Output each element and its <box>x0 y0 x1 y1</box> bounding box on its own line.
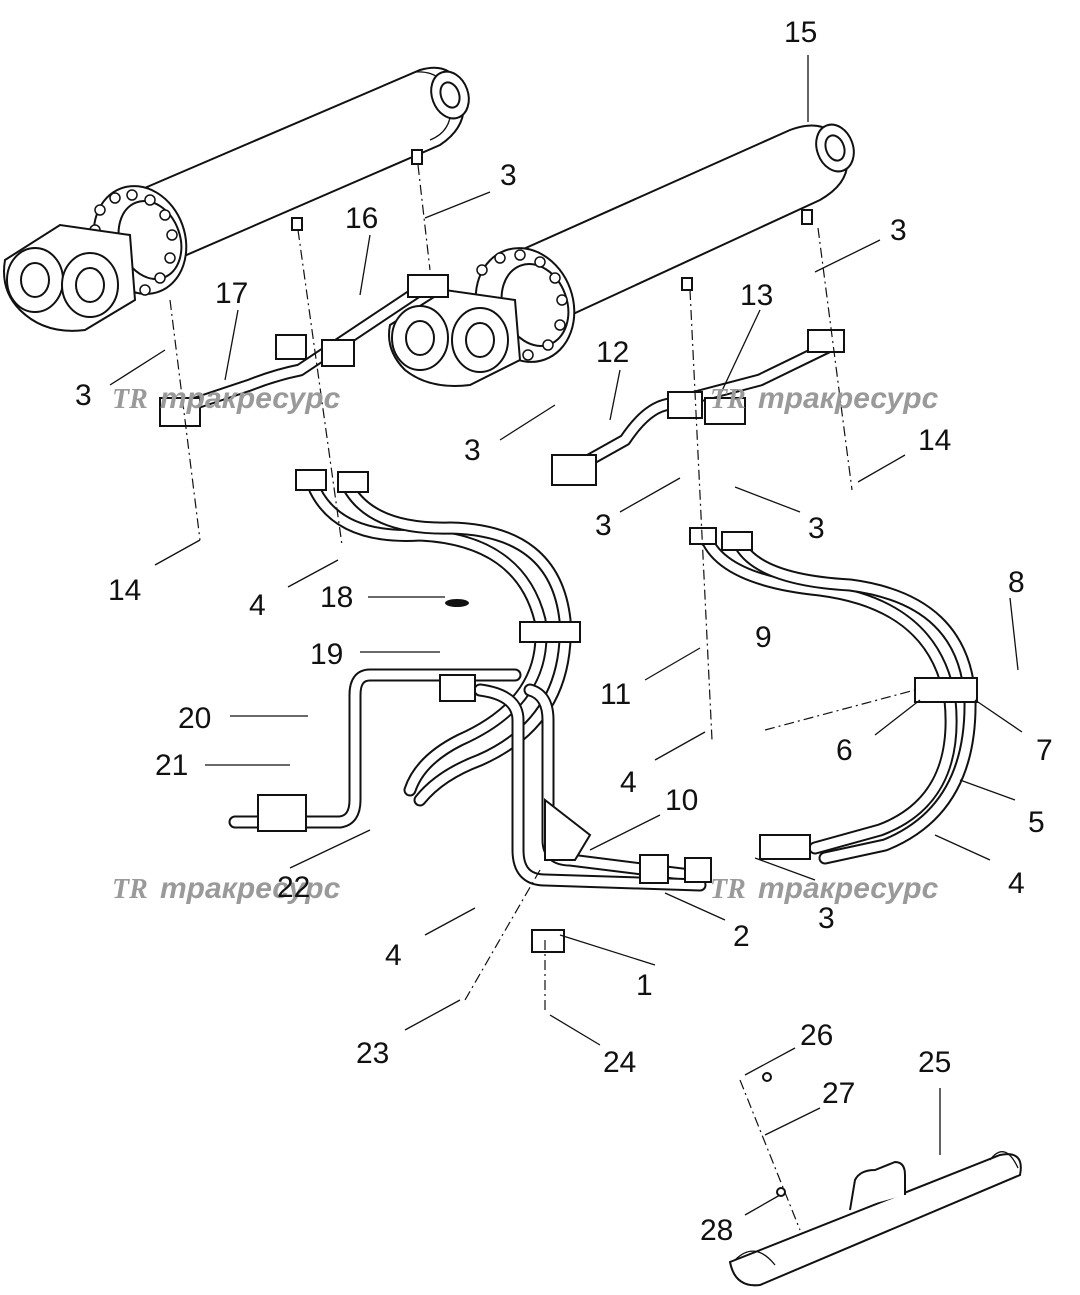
callout-13: 13 <box>740 279 773 312</box>
watermark-logo: TR <box>112 874 148 905</box>
callout-15: 15 <box>784 16 817 49</box>
callout-16: 16 <box>345 202 378 235</box>
callout-1: 1 <box>636 969 653 1002</box>
callout-25: 25 <box>918 1046 951 1079</box>
callout-labels: 15 3 16 3 17 13 12 3 3 14 3 3 14 4 18 8 … <box>75 16 1053 1247</box>
callout-24: 24 <box>603 1046 636 1079</box>
callout-4: 4 <box>249 589 266 622</box>
callout-10: 10 <box>665 784 698 817</box>
callout-6: 6 <box>836 734 853 767</box>
callout-19: 19 <box>310 638 343 671</box>
watermark-text: тракресурс <box>160 872 341 905</box>
callout-4: 4 <box>1008 867 1025 900</box>
callout-23: 23 <box>356 1037 389 1070</box>
watermark-top-left: TR тракресурс <box>112 382 341 415</box>
callout-3: 3 <box>464 434 481 467</box>
watermark-logo: TR <box>112 384 148 415</box>
callout-3: 3 <box>75 379 92 412</box>
guard-cover <box>728 1072 1022 1287</box>
callout-14: 14 <box>918 424 951 457</box>
callout-26: 26 <box>800 1019 833 1052</box>
callout-11: 11 <box>600 678 631 711</box>
callout-3: 3 <box>890 214 907 247</box>
callout-8: 8 <box>1008 566 1025 599</box>
callout-5: 5 <box>1028 806 1045 839</box>
watermark-bottom-right: TR тракресурс <box>710 872 939 905</box>
callout-12: 12 <box>596 336 629 369</box>
cylinder-right <box>388 123 855 387</box>
watermark-logo: TR <box>710 384 746 415</box>
tube-16-17 <box>159 274 449 427</box>
watermark-text: тракресурс <box>758 382 939 415</box>
callout-3: 3 <box>595 509 612 542</box>
callout-4: 4 <box>385 939 402 972</box>
watermark-text: тракресурс <box>758 872 939 905</box>
watermark-top-right: TR тракресурс <box>710 382 939 415</box>
callout-21: 21 <box>155 749 188 782</box>
callout-2: 2 <box>733 920 750 953</box>
callout-3: 3 <box>500 159 517 192</box>
callout-17: 17 <box>215 277 248 310</box>
callout-3: 3 <box>818 902 835 935</box>
watermark-logo: TR <box>710 874 746 905</box>
callout-3: 3 <box>808 512 825 545</box>
watermark-bottom-left: TR тракресурс <box>112 872 341 905</box>
callout-27: 27 <box>822 1077 855 1110</box>
dash-leaders <box>169 164 916 1231</box>
tube-12-13 <box>551 329 845 486</box>
watermark-text: тракресурс <box>160 382 341 415</box>
hose-bundle-left <box>295 469 581 807</box>
callout-4: 4 <box>620 766 637 799</box>
callout-9: 9 <box>755 621 772 654</box>
callout-20: 20 <box>178 702 211 735</box>
callout-28: 28 <box>700 1214 733 1247</box>
callout-22: 22 <box>277 871 310 904</box>
callout-7: 7 <box>1036 734 1053 767</box>
callout-14: 14 <box>108 574 141 607</box>
cylinder-left <box>3 66 470 332</box>
callout-18: 18 <box>320 581 353 614</box>
hose-bundle-right <box>689 527 978 865</box>
tube-assembly <box>228 599 712 953</box>
leader-lines <box>109 55 1023 1216</box>
